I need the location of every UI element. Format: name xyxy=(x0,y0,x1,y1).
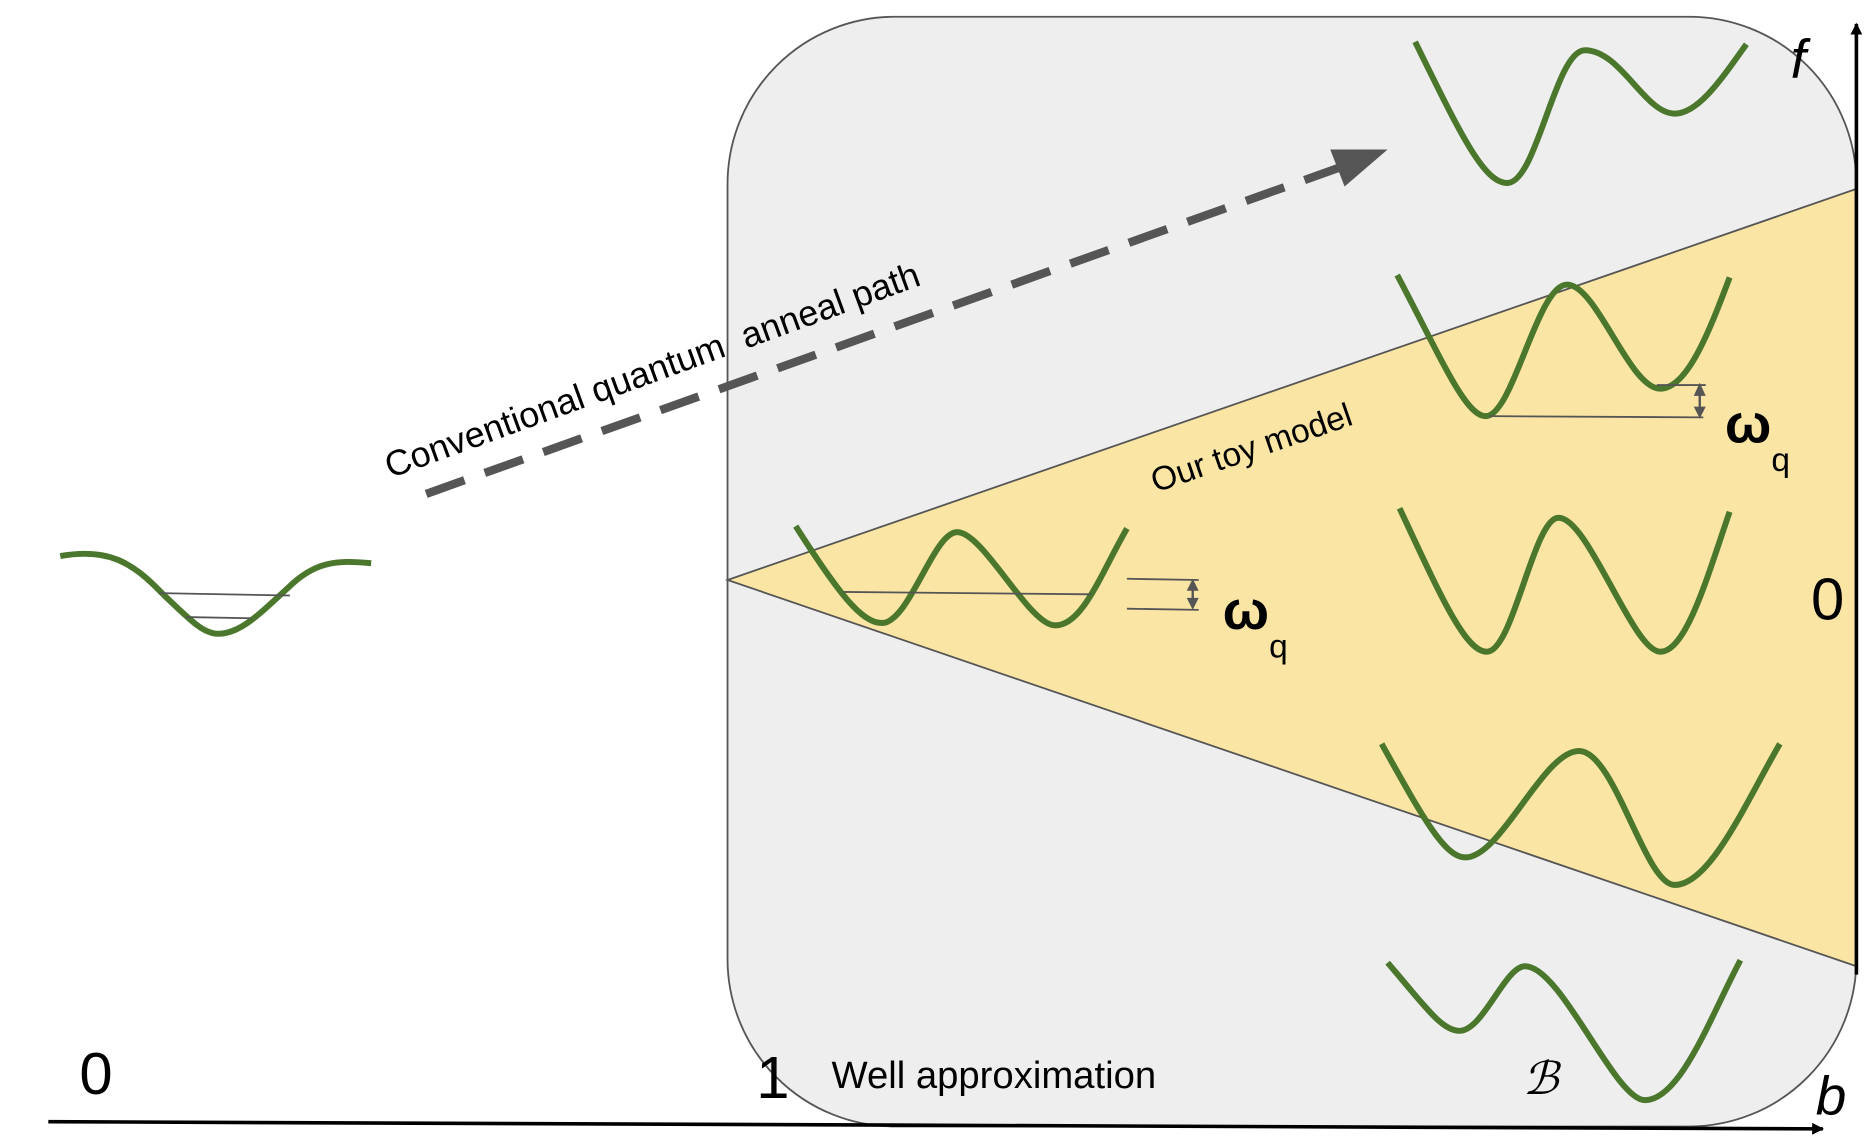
energy-level-line xyxy=(159,592,290,597)
tilted-well-potential xyxy=(1385,958,1744,1104)
energy-level-line xyxy=(1489,415,1704,419)
tilted-well-potential xyxy=(1412,40,1749,186)
arrowhead-icon xyxy=(1693,406,1706,419)
omega-q-label: ωq xyxy=(1223,579,1288,666)
energy-level-line xyxy=(843,591,1092,596)
single-well-potential xyxy=(59,550,372,637)
arrowhead-icon xyxy=(1186,578,1199,591)
symmetric-double-well-potential xyxy=(1396,506,1733,655)
arrowhead-icon xyxy=(1693,382,1706,396)
right-zero-label: 0 xyxy=(1811,565,1844,632)
origin-zero-label: 0 xyxy=(79,1040,112,1107)
energy-level-line xyxy=(1126,607,1199,611)
energy-level-line xyxy=(185,616,252,620)
conventional-path-arrow xyxy=(424,163,1342,498)
tilted-well-potential xyxy=(1394,273,1733,420)
arrowhead-icon xyxy=(1330,149,1388,187)
tick-one-label: 1 xyxy=(756,1044,789,1111)
b-axis xyxy=(48,1119,1825,1135)
tilted-well-potential xyxy=(1379,742,1783,888)
arrowhead-icon xyxy=(1186,597,1199,610)
b-axis-label: b xyxy=(1816,1065,1847,1127)
region-b-symbol: ℬ xyxy=(1523,1053,1562,1104)
omega-q-label: ωq xyxy=(1725,392,1790,479)
well-approximation-label: Well approximation xyxy=(832,1054,1157,1097)
double-well-potential xyxy=(793,524,1130,629)
energy-level-line xyxy=(1126,577,1199,581)
